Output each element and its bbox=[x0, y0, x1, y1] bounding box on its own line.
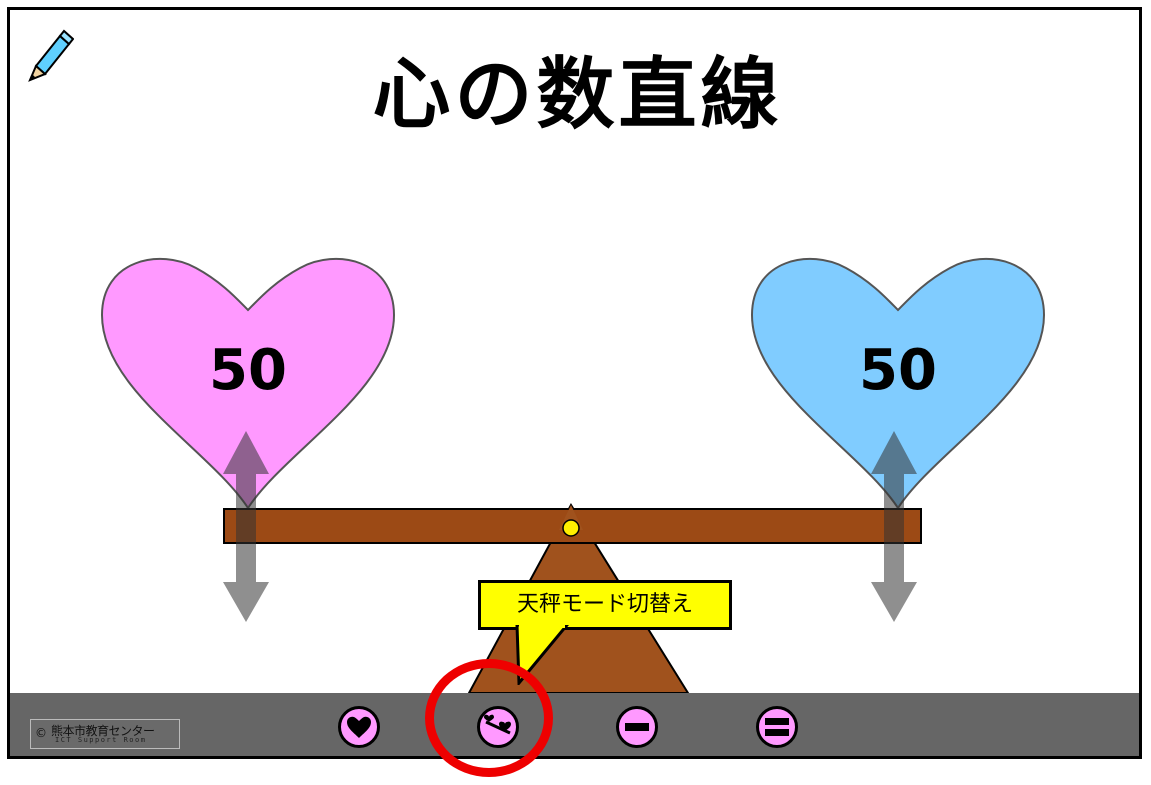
equals-icon bbox=[765, 718, 789, 736]
right-drag-arrow[interactable] bbox=[871, 431, 917, 622]
minus-button[interactable] bbox=[616, 706, 658, 748]
org-sub: ICT Support Room bbox=[55, 736, 147, 744]
mode-tooltip: 天秤モード切替え bbox=[478, 580, 732, 630]
heart-icon bbox=[347, 716, 371, 738]
tooltip-pointer bbox=[515, 625, 569, 685]
page-title: 心の数直線 bbox=[372, 50, 783, 140]
right-heart[interactable] bbox=[750, 257, 1046, 510]
org-name: 熊本市教育センター bbox=[51, 724, 155, 738]
bottom-toolbar: © 熊本市教育センター ICT Support Room bbox=[10, 693, 1139, 756]
heart-mode-button[interactable] bbox=[338, 706, 380, 748]
copyright-mark: © bbox=[35, 726, 47, 740]
pencil-icon[interactable] bbox=[24, 28, 74, 83]
right-heart-value: 50 bbox=[859, 338, 937, 403]
pivot-dot bbox=[562, 519, 580, 537]
equals-button[interactable] bbox=[756, 706, 798, 748]
highlight-ring bbox=[425, 659, 553, 777]
left-heart-value: 50 bbox=[209, 338, 287, 403]
left-drag-arrow[interactable] bbox=[223, 431, 269, 622]
app-frame: 心の数直線 50 50 © 熊本市教育センター ICT Support Room bbox=[7, 7, 1142, 759]
minus-icon bbox=[625, 723, 649, 731]
org-logo: © 熊本市教育センター ICT Support Room bbox=[30, 719, 180, 749]
left-heart[interactable] bbox=[100, 257, 396, 510]
